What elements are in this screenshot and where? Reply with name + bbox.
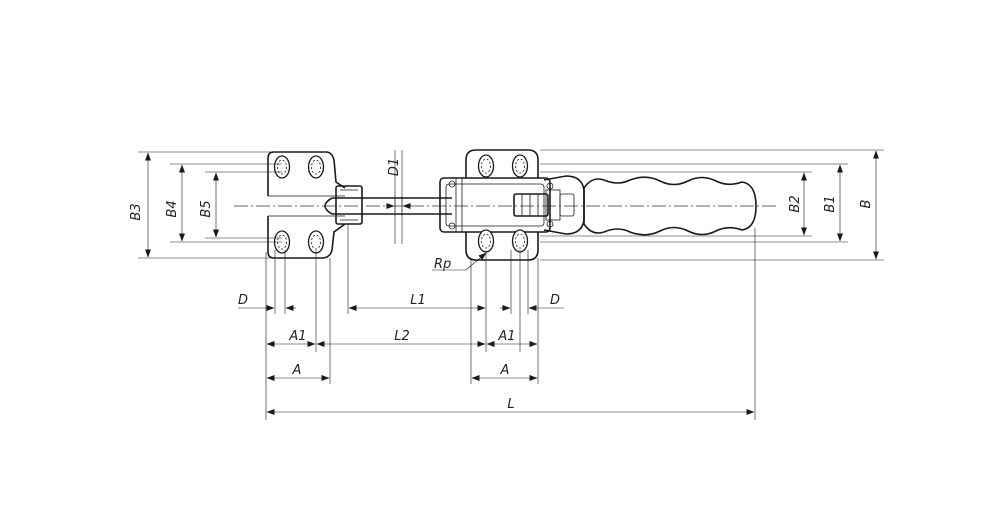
- label-B1: B1: [823, 195, 838, 212]
- right-base: [439, 149, 585, 261]
- label-B2: B2: [788, 195, 803, 212]
- right-top-holes: [477, 154, 529, 178]
- dimension-labels: B3 B4 B5 D1 B2 B1 B Rp D L1 D A1 L2 A1 A…: [129, 158, 874, 412]
- handle-grip: [583, 176, 757, 236]
- label-D-left: D: [238, 293, 248, 308]
- label-A-left: A: [292, 363, 302, 378]
- right-bottom-holes: [477, 229, 529, 253]
- dimension-lines: [145, 150, 879, 415]
- label-B3: B3: [129, 203, 144, 220]
- label-L: L: [507, 397, 514, 412]
- extension-lines: [138, 149, 884, 420]
- label-D1: D1: [387, 158, 402, 176]
- label-B4: B4: [165, 200, 180, 217]
- label-A1-right: A1: [497, 329, 515, 344]
- label-Rp: Rp: [434, 257, 451, 272]
- label-B5: B5: [199, 200, 214, 217]
- label-L1: L1: [410, 293, 426, 308]
- label-L2: L2: [394, 329, 410, 344]
- label-A-right: A: [500, 363, 510, 378]
- left-bracket: [267, 151, 363, 259]
- label-A1-left: A1: [288, 329, 306, 344]
- label-B: B: [859, 199, 874, 208]
- label-D-right: D: [550, 293, 560, 308]
- left-top-holes: [273, 155, 325, 179]
